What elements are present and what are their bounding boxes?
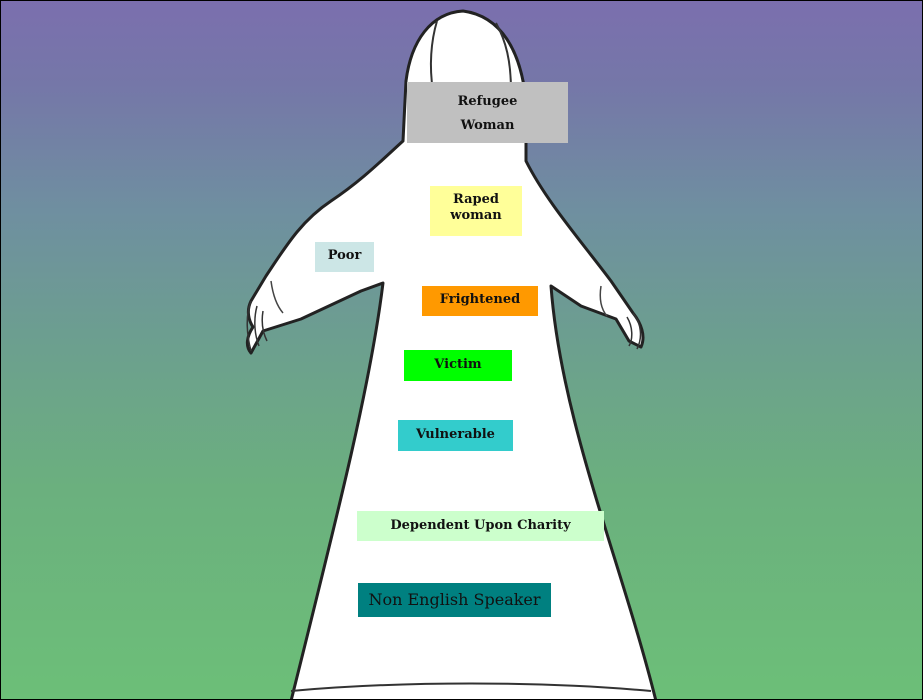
- label-victim-text: Victim: [434, 357, 482, 372]
- label-vulnerable-text: Vulnerable: [416, 427, 495, 442]
- label-raped-woman: Raped woman: [430, 186, 522, 236]
- label-dependent-upon-charity: Dependent Upon Charity: [357, 511, 604, 541]
- label-non-english-speaker: Non English Speaker: [358, 583, 551, 617]
- label-raped-line1: Raped: [453, 192, 499, 207]
- label-raped-line2: woman: [450, 208, 502, 224]
- label-refugee-line1: Refugee: [457, 94, 518, 109]
- label-dependent-text: Dependent Upon Charity: [390, 518, 571, 533]
- label-frightened-text: Frightened: [439, 292, 521, 307]
- label-frightened: Frightened: [422, 286, 538, 316]
- label-victim: Victim: [404, 350, 512, 381]
- label-poor: Poor: [315, 242, 374, 272]
- label-refugee-line2: Woman: [460, 118, 515, 134]
- label-non-english-text: Non English Speaker: [368, 590, 541, 609]
- label-refugee-woman: Refugee Woman: [407, 82, 568, 143]
- label-vulnerable: Vulnerable: [398, 420, 513, 451]
- label-poor-text: Poor: [327, 248, 362, 263]
